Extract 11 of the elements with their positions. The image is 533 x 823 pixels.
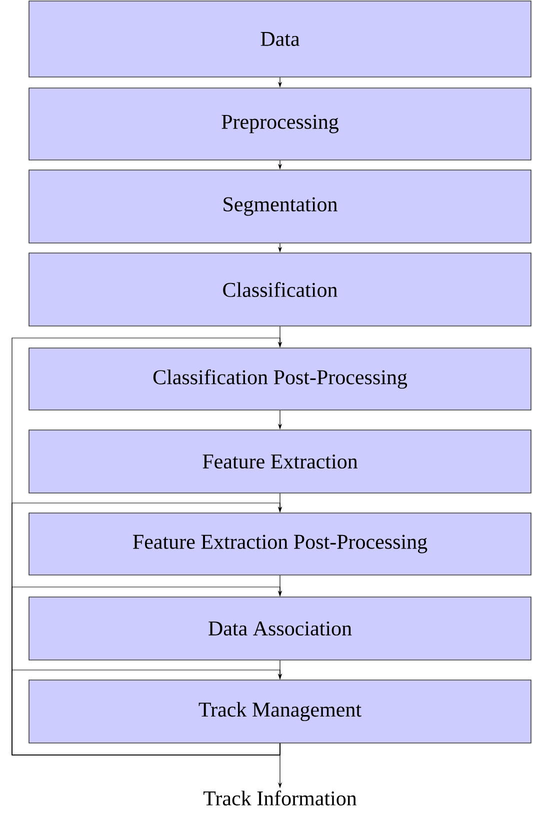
process-box: Data	[28, 0, 532, 78]
process-box: Track Management	[28, 680, 532, 744]
process-box: Preprocessing	[28, 88, 532, 160]
feedback-arrow	[12, 670, 282, 756]
process-box: Feature Extraction	[28, 430, 532, 494]
process-box: Classification Post-Processing	[28, 348, 532, 410]
process-box: Segmentation	[28, 170, 532, 244]
process-box: Classification	[28, 252, 532, 326]
process-box: Data Association	[28, 596, 532, 660]
output-text: Track Information	[203, 790, 357, 806]
process-box: Feature Extraction Post-Processing	[28, 512, 532, 576]
